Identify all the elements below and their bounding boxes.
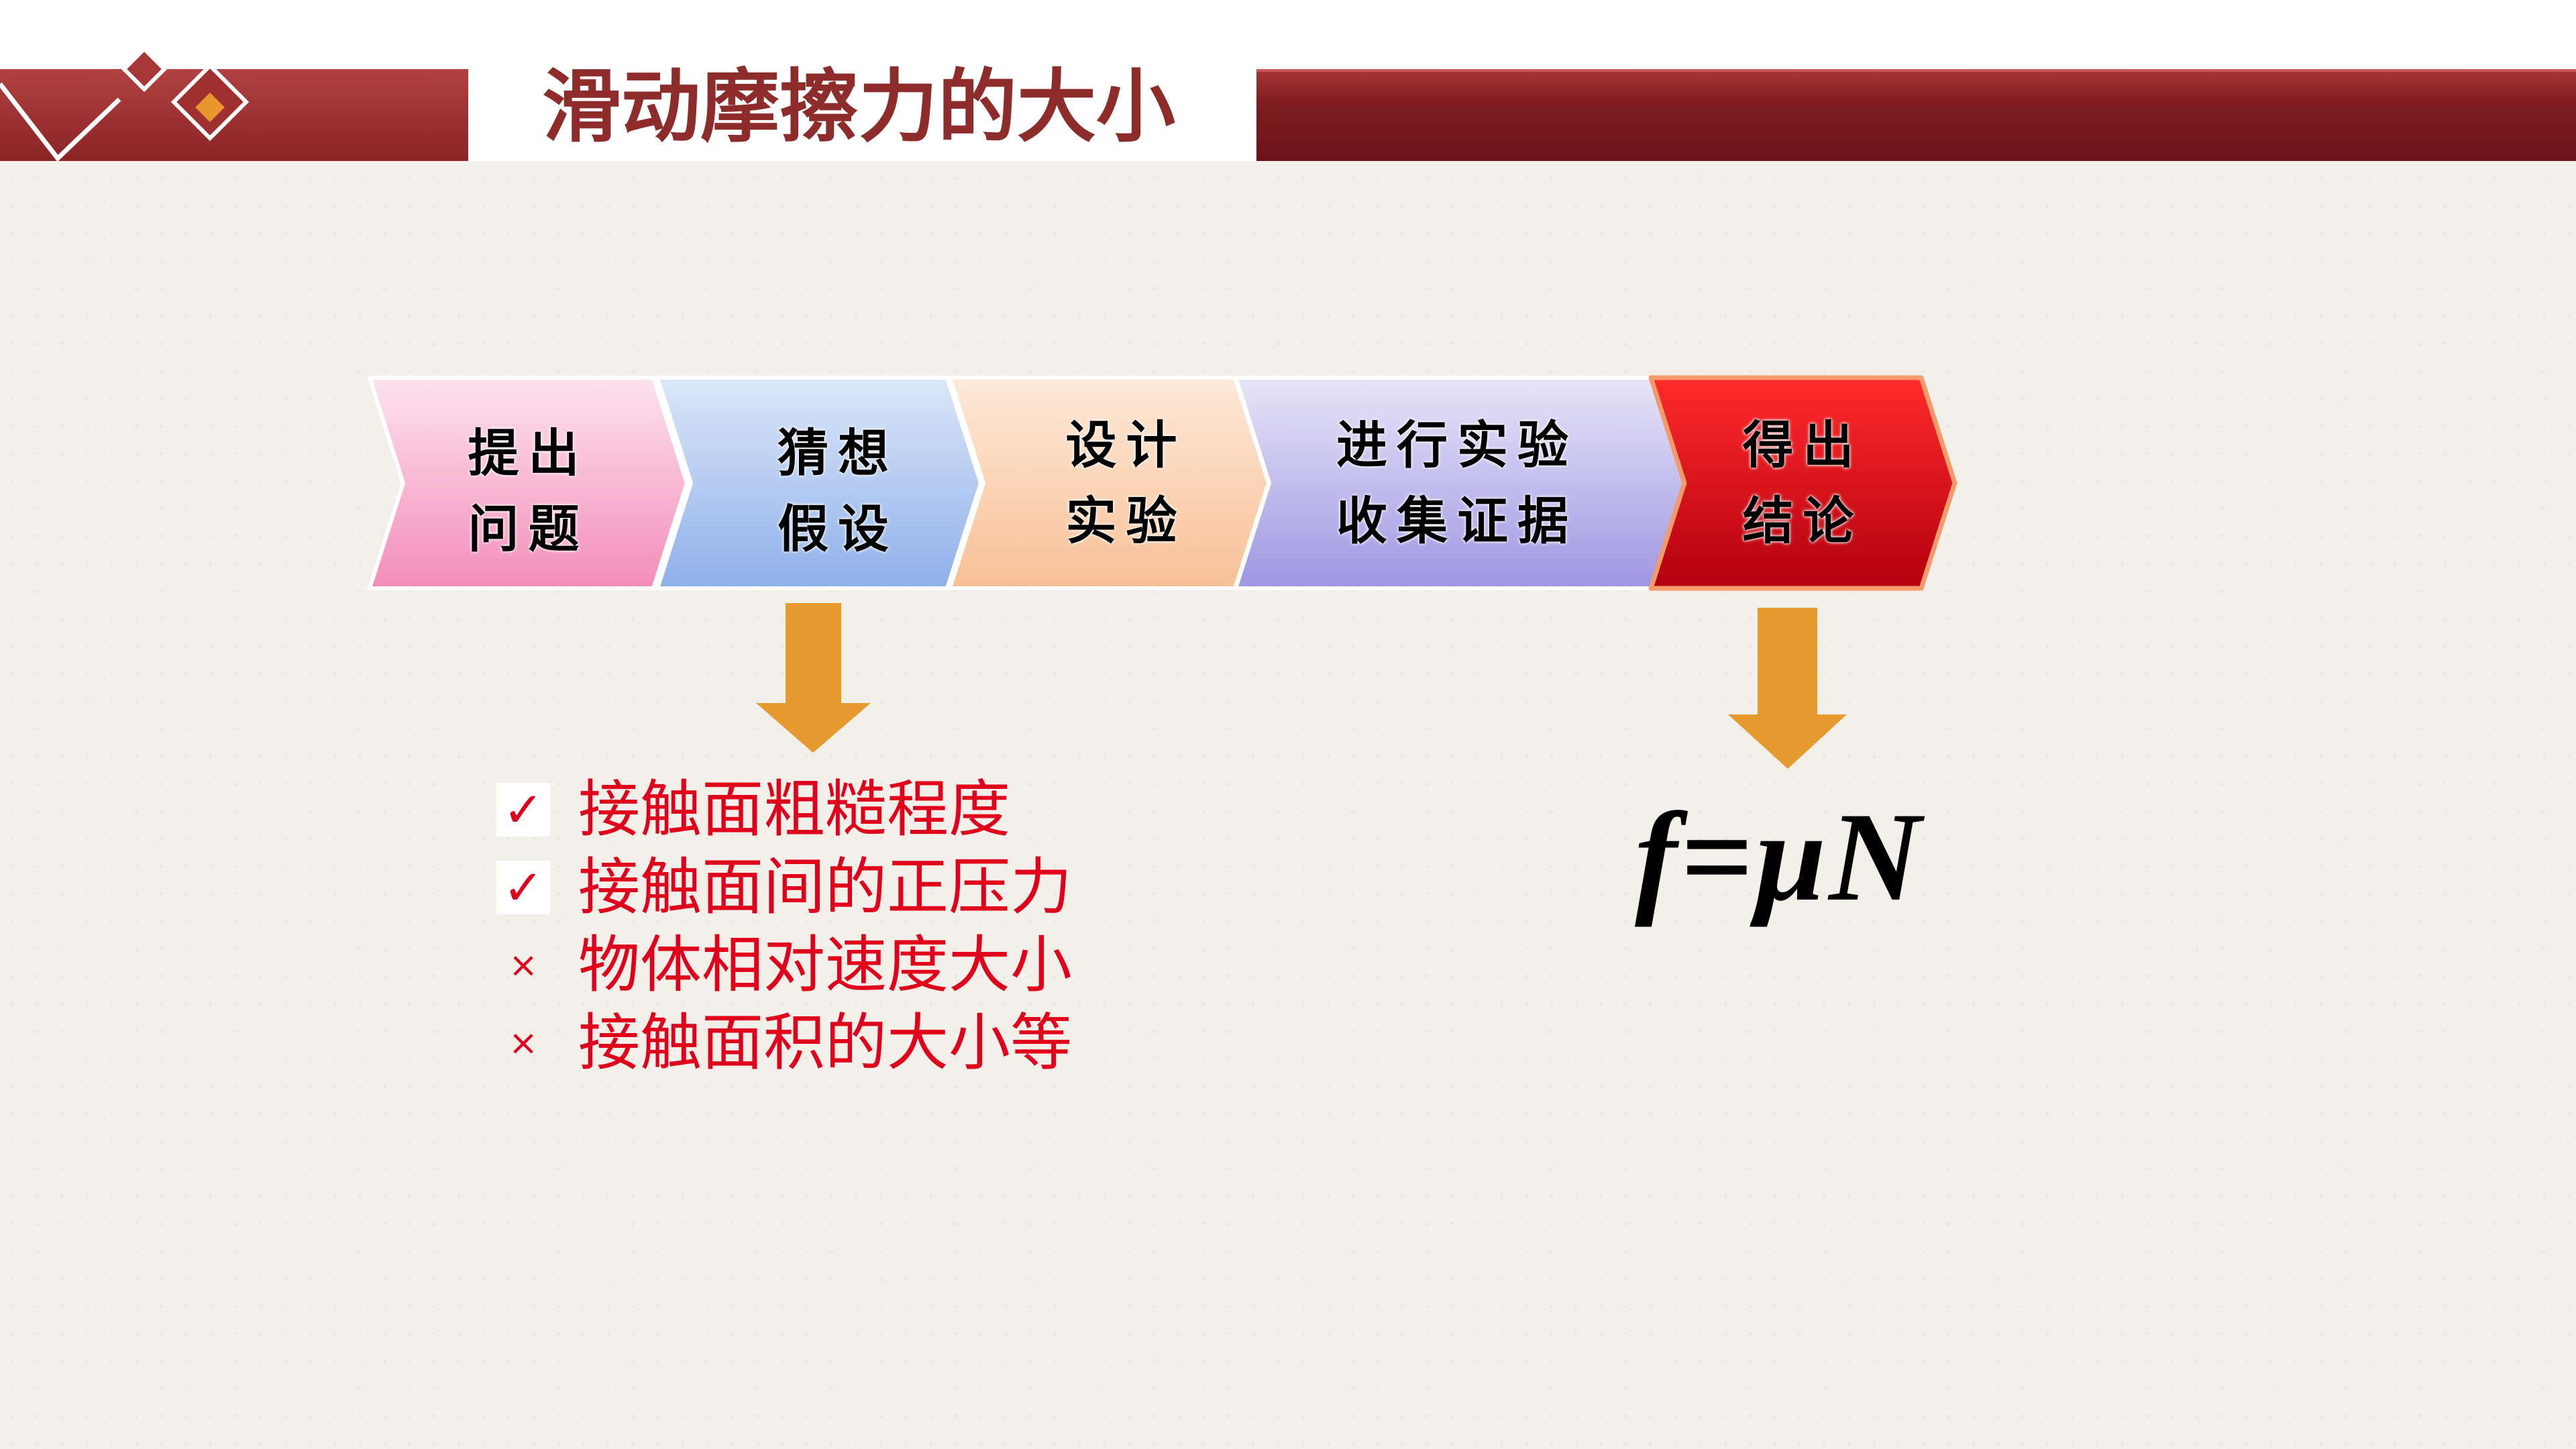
cross-icon: × (508, 1023, 538, 1063)
decor-diamond-orange (195, 93, 225, 122)
list-item: ✓ 接触面间的正压力 (496, 849, 1234, 926)
step-1-line-1: 提出 (468, 423, 589, 483)
step-chevron-5 (1648, 375, 1957, 591)
step-label-1: 提出 问题 (370, 378, 687, 588)
step-5-line-1: 得出 (1742, 415, 1864, 475)
step-3-line-2: 实验 (1065, 491, 1187, 551)
step-label-5: 得出 结论 (1651, 378, 1955, 588)
step-label-4: 进行实验 收集证据 (1236, 378, 1692, 588)
header-diamond-decoration (0, 46, 250, 162)
step-chevron-1 (368, 376, 689, 590)
step-3-line-1: 设计 (1065, 415, 1187, 475)
step-2-line-2: 假设 (777, 499, 898, 559)
cross-icon: × (508, 945, 538, 985)
step-2-line-1: 猜想 (777, 423, 898, 483)
step-4-line-1: 进行实验 (1336, 415, 1578, 475)
step-label-3: 设计 实验 (950, 378, 1269, 588)
check-icon: ✓ (496, 783, 550, 837)
decor-chevron-line (0, 82, 121, 162)
list-item: × 接触面积的大小等 (496, 1004, 1234, 1082)
hypothesis-text: 物体相对速度大小 (578, 931, 1073, 1000)
hypothesis-text: 接触面积的大小等 (578, 1009, 1073, 1077)
friction-formula: f=μN (1635, 787, 1924, 928)
step-4-line-2: 收集证据 (1336, 491, 1578, 551)
hypothesis-text: 接触面间的正压力 (578, 853, 1073, 922)
down-arrow-icon (756, 603, 871, 753)
check-icon: ✓ (496, 861, 550, 914)
hypothesis-text: 接触面粗糙程度 (578, 775, 1011, 844)
decor-diamond-small (121, 46, 168, 93)
down-arrow-icon (1728, 608, 1847, 769)
step-chevron-2 (655, 376, 983, 590)
list-item: × 物体相对速度大小 (496, 926, 1234, 1004)
page-title: 滑动摩擦力的大小 (542, 63, 1176, 152)
hypotheses-list: ✓ 接触面粗糙程度 ✓ 接触面间的正压力 × 物体相对速度大小 × 接触面积的大… (496, 771, 1234, 1082)
list-item: ✓ 接触面粗糙程度 (496, 771, 1234, 849)
step-label-2: 猜想 假设 (657, 378, 981, 588)
step-1-line-2: 问题 (468, 499, 589, 559)
step-5-line-2: 结论 (1742, 491, 1864, 551)
header-bar-right (1256, 69, 2576, 161)
process-flow (368, 375, 1957, 591)
